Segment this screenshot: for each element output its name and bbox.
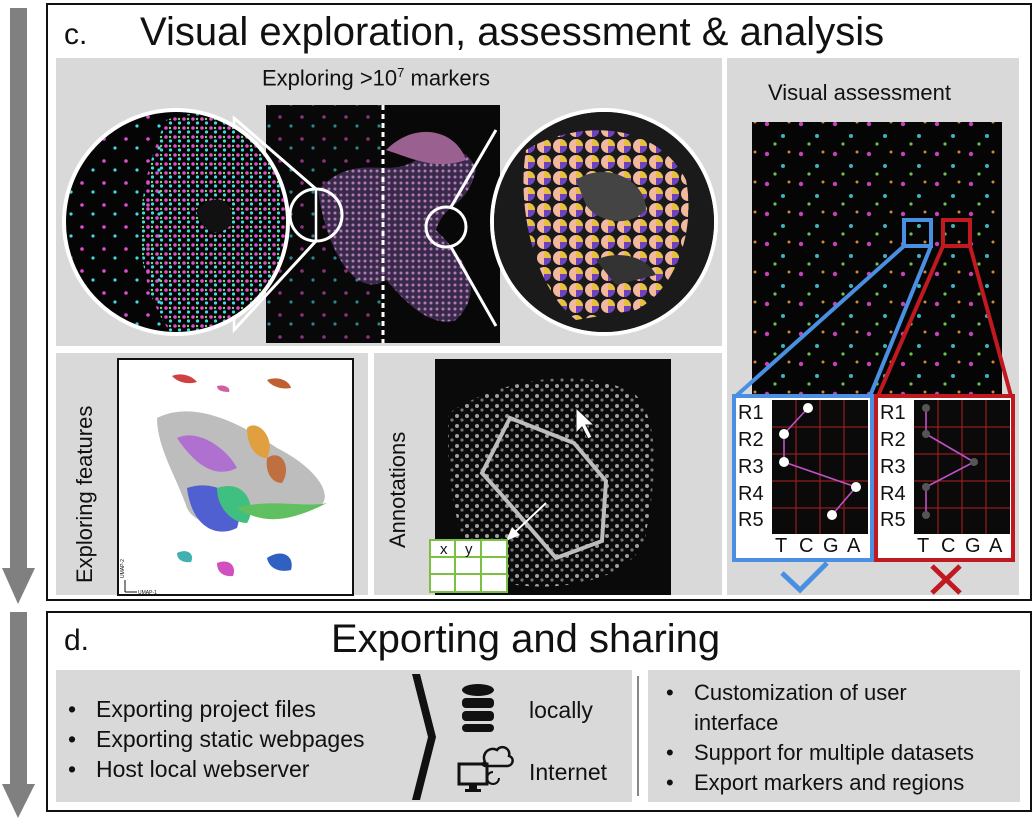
good-row-label: R2 [738, 429, 764, 451]
internet-label: Internet [529, 759, 607, 785]
feature-list-item: • Export markers and regions [654, 768, 994, 798]
feature-list-item: • Support for multiple datasets [654, 738, 994, 768]
bad-col-label: G [965, 535, 981, 557]
export-list-item: • Host local webserver [56, 754, 365, 784]
feature-item-label: Customization of user interface [694, 680, 907, 735]
chevron-right-icon [412, 674, 436, 800]
feature-item-label: Export markers and regions [694, 770, 965, 795]
umap-plot [117, 358, 354, 596]
section-c-letter: c. [64, 18, 88, 51]
export-item-label: Exporting project files [96, 696, 316, 722]
locally-label: locally [529, 697, 593, 723]
feature-item-label: Support for multiple datasets [694, 740, 975, 765]
section-c-title: Visual exploration, assessment & analysi… [140, 10, 885, 54]
assessment-title: Visual assessment [768, 80, 952, 105]
annotation-table-header-y: y [465, 541, 473, 558]
bullet-icon: • [666, 680, 674, 705]
bullet-icon: • [68, 696, 77, 722]
bad-row-label: R5 [880, 509, 906, 531]
export-list-panel [56, 670, 632, 802]
markers-figure [62, 105, 718, 343]
good-row-label: R3 [738, 456, 764, 478]
bullet-icon: • [68, 726, 77, 752]
bad-row-label: R4 [880, 483, 906, 505]
timeline-arrow-bottom [2, 612, 35, 818]
markers-title-exponent: 7 [397, 65, 405, 80]
bad-row-label: R3 [880, 456, 906, 478]
bad-col-label: A [989, 535, 1003, 557]
markers-title-prefix: Exploring >10 [262, 65, 398, 91]
divider [637, 676, 639, 796]
bad-row-label: R2 [880, 429, 906, 451]
bullet-icon: • [666, 770, 674, 795]
cloud-computer-icon [457, 745, 514, 792]
good-col-label: A [847, 535, 861, 557]
feature-list-item: • Customization of user interface [654, 678, 994, 738]
export-list-item: • Exporting project files [56, 694, 365, 724]
export-item-label: Host local webserver [96, 756, 310, 782]
markers-title: Exploring >107 markers [262, 65, 490, 91]
umap-axis-x-label: UMAP-1 [138, 590, 157, 596]
export-item-label: Exporting static webpages [96, 726, 365, 752]
feature-list: • Customization of user interface • Suppor… [654, 678, 994, 798]
section-d-title: Exporting and sharing [331, 617, 721, 661]
features-label: Exploring features [72, 405, 97, 583]
good-row-label: R4 [738, 483, 764, 505]
good-col-label: T [775, 535, 788, 557]
bad-col-label: T [917, 535, 930, 557]
timeline-arrow-top [2, 8, 35, 604]
export-list-item: • Exporting static webpages [56, 724, 365, 754]
database-icon [462, 684, 494, 732]
annotation-table-header-x: x [440, 541, 448, 558]
markers-title-suffix: markers [404, 65, 490, 91]
bad-col-label: C [941, 535, 956, 557]
annotations-figure [429, 359, 671, 595]
feature-list-panel [648, 670, 1020, 802]
bullet-icon: • [68, 756, 77, 782]
bullet-icon: • [666, 740, 674, 765]
umap-axis-y-label: UMAP-2 [120, 559, 126, 578]
export-list: • Exporting project files • Exporting stat… [56, 694, 365, 784]
good-row-label: R5 [738, 509, 764, 531]
section-d-letter: d. [64, 624, 90, 657]
good-row-label: R1 [738, 402, 764, 424]
assessment-figure [732, 122, 1015, 595]
good-col-label: C [799, 535, 814, 557]
bad-row-label: R1 [880, 402, 906, 424]
good-col-label: G [823, 535, 839, 557]
